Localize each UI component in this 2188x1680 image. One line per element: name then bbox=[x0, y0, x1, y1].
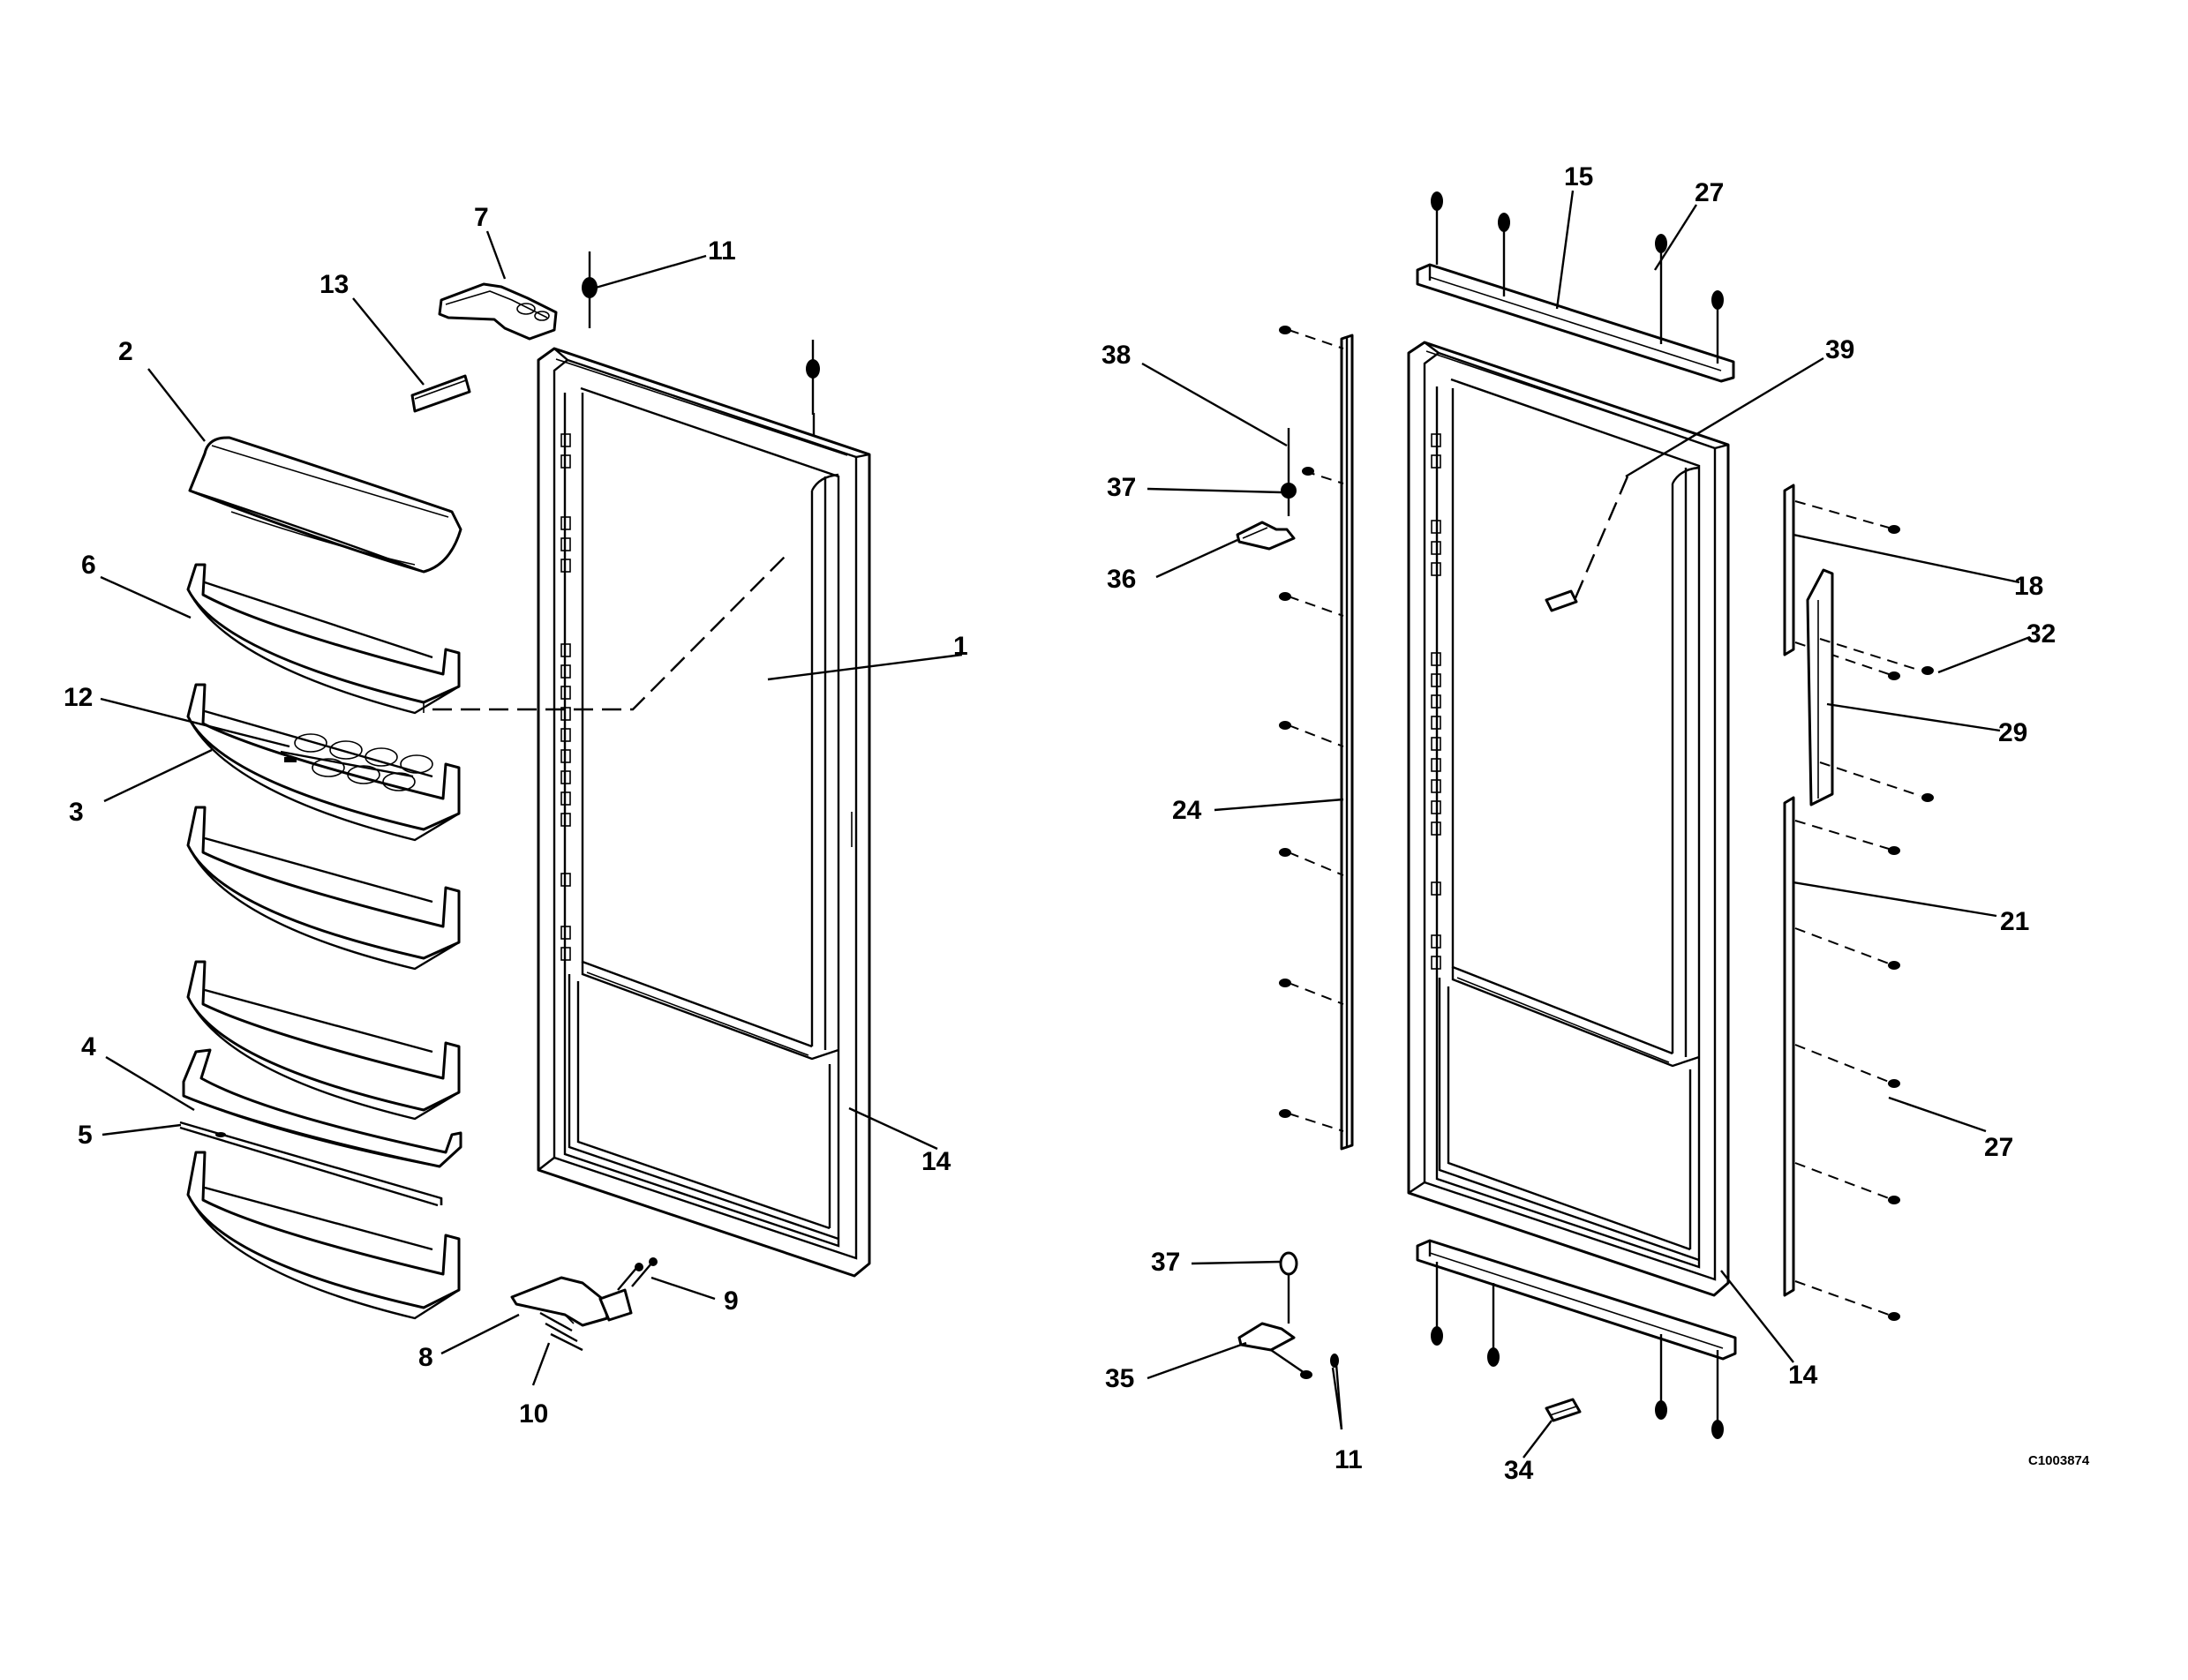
callout-27-top: 27 bbox=[1695, 178, 1724, 207]
callout-10: 10 bbox=[519, 1399, 548, 1429]
callout-36: 36 bbox=[1107, 565, 1136, 594]
callout-29: 29 bbox=[1998, 718, 2027, 747]
left-leader-lines bbox=[100, 230, 963, 1386]
callout-12: 12 bbox=[64, 683, 93, 712]
right-bottom-stop bbox=[1545, 1398, 1582, 1422]
right-top-bracket bbox=[1416, 191, 1735, 383]
callout-38: 38 bbox=[1102, 341, 1131, 370]
left-top-hinge bbox=[438, 282, 558, 341]
callout-15: 15 bbox=[1564, 162, 1593, 191]
callout-13: 13 bbox=[320, 270, 349, 299]
right-door-liner bbox=[1407, 341, 1730, 1297]
left-door-bin-lower bbox=[186, 1151, 461, 1320]
right-trim-strip bbox=[1279, 326, 1354, 1151]
callout-4: 4 bbox=[81, 1032, 96, 1061]
left-door-bin-plain-2 bbox=[186, 960, 461, 1121]
callout-37-lower: 37 bbox=[1151, 1248, 1180, 1277]
callout-2: 2 bbox=[118, 337, 133, 366]
callout-7: 7 bbox=[474, 203, 489, 232]
callout-32: 32 bbox=[2026, 619, 2056, 649]
callout-6: 6 bbox=[81, 551, 96, 580]
callout-11-right: 11 bbox=[1335, 1445, 1363, 1474]
right-top-hinge-parts bbox=[1236, 428, 1297, 551]
callout-35: 35 bbox=[1105, 1364, 1134, 1393]
right-bottom-bracket bbox=[1416, 1239, 1737, 1439]
callout-34: 34 bbox=[1504, 1456, 1534, 1485]
callout-14-right: 14 bbox=[1788, 1361, 1818, 1390]
left-door-bin-3 bbox=[186, 683, 461, 842]
left-hinge-cover bbox=[410, 374, 471, 413]
callout-3: 3 bbox=[69, 798, 84, 827]
left-top-screw bbox=[806, 340, 820, 415]
callout-24: 24 bbox=[1172, 796, 1202, 825]
callout-8: 8 bbox=[418, 1343, 433, 1372]
callout-11: 11 bbox=[708, 236, 736, 266]
callout-18: 18 bbox=[2014, 572, 2043, 601]
right-side-trim-29 bbox=[1806, 568, 1934, 806]
left-bin-rail bbox=[182, 1048, 462, 1168]
left-bin-bar bbox=[179, 1121, 443, 1207]
left-door-assembly bbox=[100, 230, 963, 1386]
left-door-bin-plain-1 bbox=[186, 806, 461, 971]
callout-37-top: 37 bbox=[1107, 473, 1136, 502]
right-leader-lines bbox=[1141, 190, 2031, 1459]
callout-27-lower: 27 bbox=[1984, 1133, 2013, 1162]
callout-1: 1 bbox=[953, 632, 968, 661]
callout-5: 5 bbox=[78, 1121, 93, 1150]
left-door-bin-6 bbox=[186, 563, 461, 715]
callout-39: 39 bbox=[1825, 335, 1854, 364]
right-door-stop bbox=[1545, 589, 1578, 612]
document-code: C1003874 bbox=[2028, 1453, 2090, 1468]
callout-labels: 1 2 3 4 5 6 7 8 9 10 11 12 13 14 11 14 1… bbox=[64, 162, 2090, 1485]
right-side-trim-18 bbox=[1783, 484, 1900, 680]
left-bottom-hinge bbox=[510, 1257, 658, 1352]
callout-14: 14 bbox=[921, 1147, 951, 1176]
right-bottom-hinge-parts bbox=[1237, 1251, 1343, 1430]
left-dash-leader bbox=[432, 555, 786, 711]
right-side-trim-21 bbox=[1783, 796, 1900, 1321]
callout-9: 9 bbox=[724, 1286, 739, 1316]
left-door-liner bbox=[537, 347, 871, 1278]
callout-21: 21 bbox=[2000, 907, 2029, 936]
left-egg-tray bbox=[280, 733, 433, 791]
left-dairy-cover bbox=[188, 436, 462, 574]
left-hinge-screw bbox=[582, 251, 598, 328]
right-door-assembly bbox=[1141, 190, 2031, 1459]
